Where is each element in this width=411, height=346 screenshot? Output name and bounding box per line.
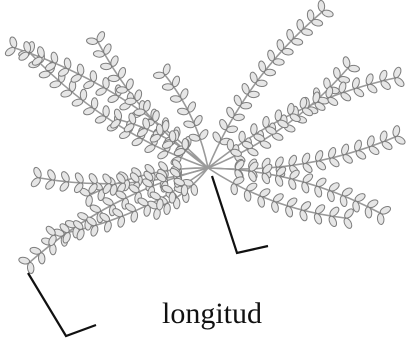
leaf: [273, 58, 285, 65]
leaf: [322, 9, 334, 18]
leaf: [32, 166, 42, 179]
leaf: [108, 75, 119, 82]
length-bracket-top: [212, 176, 268, 253]
leaf: [38, 253, 45, 264]
leaf: [179, 88, 189, 101]
leaf: [282, 48, 294, 56]
leaf: [311, 18, 323, 27]
leaf: [125, 78, 135, 90]
leaf: [100, 63, 111, 70]
leaf: [291, 38, 303, 46]
leaf: [162, 63, 171, 75]
leaf: [227, 139, 234, 150]
leaf: [181, 185, 188, 196]
leaf: [171, 75, 181, 88]
leaf: [264, 69, 275, 76]
leaf: [153, 72, 164, 79]
leaf: [230, 148, 242, 158]
leaf: [170, 95, 181, 102]
leaf: [134, 89, 143, 101]
leaf: [161, 184, 174, 194]
leaf: [241, 140, 254, 150]
leaf: [248, 91, 259, 98]
leaf: [169, 192, 176, 203]
leaf: [239, 131, 246, 142]
leaf: [29, 246, 41, 255]
leaf: [91, 98, 98, 109]
leaf: [377, 213, 385, 225]
length-bracket-bottom: [28, 273, 96, 336]
leaf: [103, 106, 110, 117]
leaf: [116, 87, 127, 94]
leaf: [18, 256, 30, 265]
leaf: [86, 37, 98, 45]
leaf: [109, 55, 119, 68]
leaf: [233, 114, 244, 121]
leaf: [348, 65, 360, 73]
leaf: [125, 98, 136, 105]
leaf: [80, 89, 87, 100]
leaf: [162, 84, 173, 90]
leaf: [301, 28, 313, 36]
leaf: [342, 217, 353, 230]
leaf: [262, 116, 269, 127]
leaf: [169, 131, 176, 142]
leaf: [392, 125, 401, 137]
length-label: longitud: [162, 296, 282, 332]
leaf: [256, 80, 267, 87]
leaf: [240, 102, 251, 109]
leaf: [9, 36, 18, 48]
leaf: [392, 66, 402, 79]
leaf: [117, 67, 127, 80]
leaf: [182, 138, 188, 149]
leaf: [250, 124, 257, 135]
